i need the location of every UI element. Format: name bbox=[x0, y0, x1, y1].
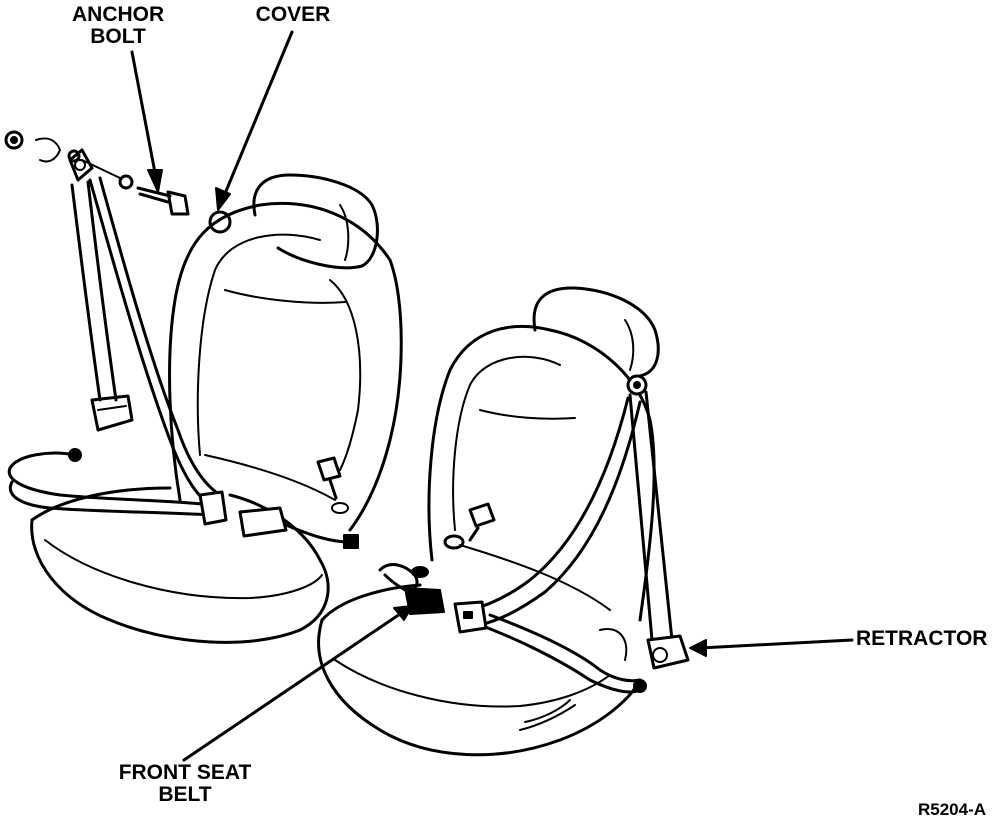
right-seat-back bbox=[427, 324, 656, 622]
left-seat-belt bbox=[7, 148, 359, 549]
front-seat-belt-label: FRONT SEAT BELT bbox=[110, 762, 260, 806]
retractor-arrow bbox=[689, 638, 854, 657]
right-seat-cushion bbox=[317, 618, 642, 757]
anchor-bolt-arrow bbox=[130, 50, 163, 193]
anchor-bolt-label: ANCHOR BOLT bbox=[72, 4, 164, 48]
right-seat bbox=[317, 286, 660, 757]
cover-arrow bbox=[215, 30, 294, 211]
retractor bbox=[646, 634, 690, 670]
right-seat-belt bbox=[378, 374, 690, 694]
front-seat-belt-label-line2: BELT bbox=[158, 783, 212, 806]
cover-label: COVER bbox=[255, 3, 331, 26]
left-seat bbox=[30, 173, 403, 644]
right-headrest bbox=[532, 286, 660, 378]
left-headrest bbox=[252, 173, 379, 270]
anchor-bolt-label-line1: ANCHOR bbox=[72, 3, 165, 26]
front-seat-belt-label-line1: FRONT SEAT bbox=[118, 761, 252, 784]
retractor-label: RETRACTOR bbox=[856, 627, 988, 650]
front-seat-belt-arrow bbox=[182, 605, 413, 762]
anchor-bolt-label-line2: BOLT bbox=[90, 25, 146, 48]
left-seat-back bbox=[168, 201, 403, 532]
figure-code: R5204-A bbox=[918, 800, 987, 819]
left-seat-cushion bbox=[30, 493, 330, 644]
anchor-hardware bbox=[4, 130, 232, 234]
